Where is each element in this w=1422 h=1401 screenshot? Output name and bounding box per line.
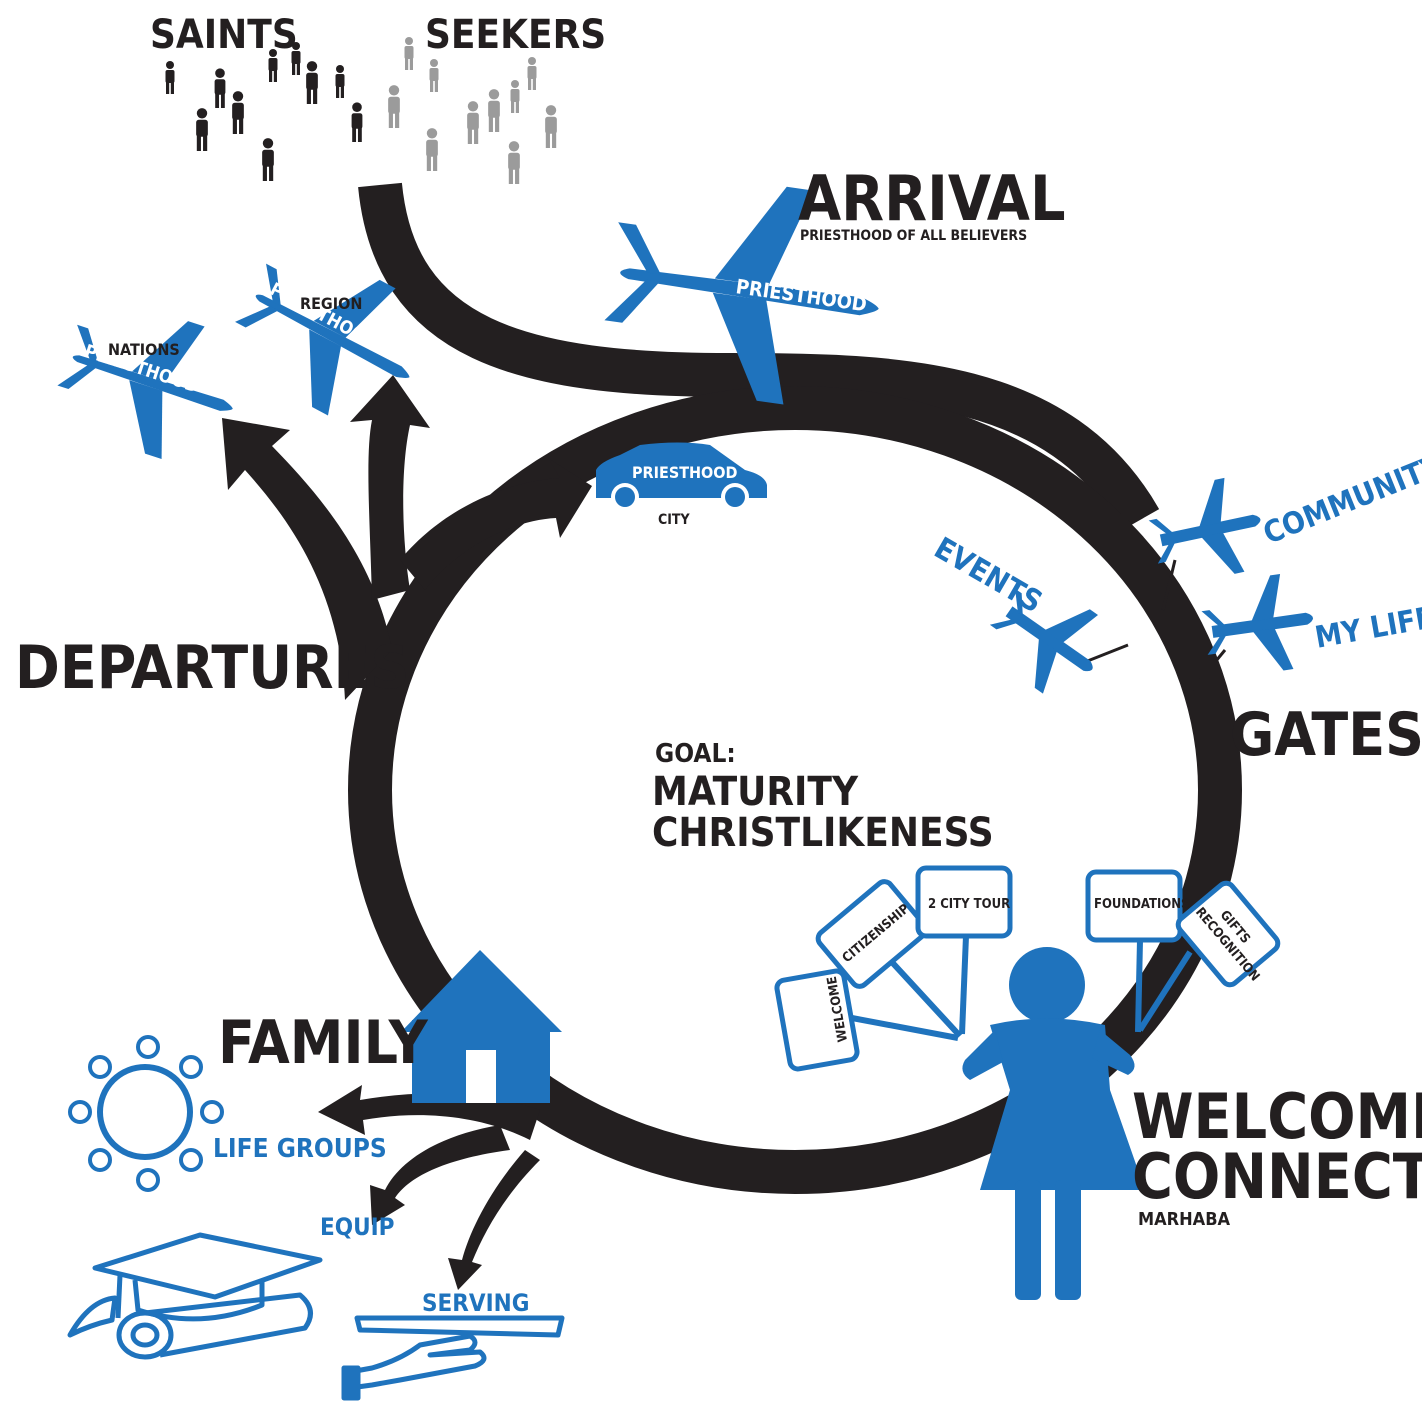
greeter-person-icon bbox=[962, 947, 1145, 1300]
arrival-path bbox=[358, 182, 1160, 532]
seekers-label: SEEKERS bbox=[425, 12, 606, 58]
city-car-label: PRIESTHOOD bbox=[632, 463, 738, 482]
goal-heading: GOAL: bbox=[655, 739, 736, 769]
gates-title: GATES bbox=[1230, 700, 1422, 770]
life-groups-label: LIFE GROUPS bbox=[213, 1134, 387, 1164]
nations-label: NATIONS bbox=[108, 340, 180, 359]
departure-arrows bbox=[222, 375, 592, 700]
gate-my-life-label: MY LIFE bbox=[1312, 600, 1422, 655]
gate-events-label: EVENTS bbox=[928, 531, 1048, 620]
serving-label: SERVING bbox=[422, 1289, 529, 1317]
goal-maturity: MATURITY bbox=[652, 769, 859, 815]
saints-people-group bbox=[165, 42, 363, 181]
journey-ring bbox=[348, 386, 1242, 1194]
city-car-icon bbox=[596, 442, 767, 511]
welcome-subtitle: MARHABA bbox=[1138, 1209, 1231, 1230]
welcome-sign bbox=[774, 968, 860, 1072]
gate-community-label: COMMUNITY bbox=[1258, 448, 1422, 551]
saints-label: SAINTS bbox=[150, 12, 298, 58]
arrival-subtitle: PRIESTHOOD OF ALL BELIEVERS bbox=[800, 228, 1027, 244]
city-label: CITY bbox=[658, 512, 691, 528]
seekers-people-group bbox=[388, 37, 557, 184]
gate-tethers bbox=[1084, 559, 1227, 691]
foundations-sign bbox=[1085, 869, 1183, 943]
foundations-sign-label: FOUNDATIONS bbox=[1094, 897, 1189, 912]
departures-title: DEPARTURES bbox=[15, 633, 409, 703]
arrival-title: ARRIVAL bbox=[798, 162, 1066, 235]
welcome-signs bbox=[774, 865, 1281, 1072]
equip-label: EQUIP bbox=[320, 1213, 394, 1241]
house-icon bbox=[401, 950, 562, 1103]
welcome-title-line1: WELCOME/ bbox=[1132, 1080, 1422, 1153]
region-label: REGION bbox=[300, 294, 362, 313]
goal-christlikeness: CHRISTLIKENESS bbox=[652, 810, 994, 856]
gifts-sign bbox=[1175, 880, 1281, 988]
welcome-title-line2: CONNECT bbox=[1132, 1140, 1422, 1213]
life-groups-icon bbox=[68, 1035, 224, 1192]
sign-poles bbox=[851, 935, 1193, 1041]
city-tour-sign-label: 2 CITY TOUR bbox=[928, 897, 1010, 912]
city-tour-sign bbox=[915, 865, 1013, 939]
family-title: FAMILY bbox=[218, 1008, 429, 1078]
serving-tray-icon bbox=[341, 1315, 565, 1401]
citizenship-sign bbox=[815, 879, 929, 989]
family-arrows bbox=[318, 1085, 540, 1290]
graduation-cap-icon bbox=[67, 1232, 323, 1360]
